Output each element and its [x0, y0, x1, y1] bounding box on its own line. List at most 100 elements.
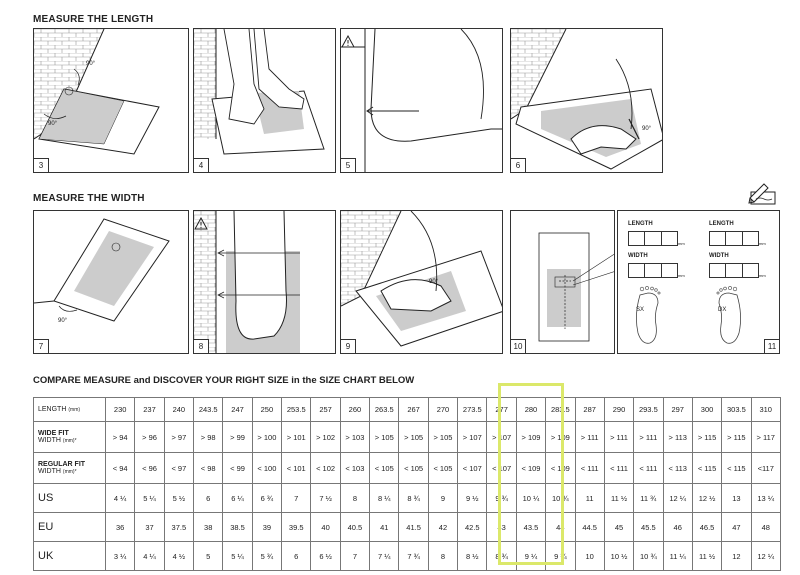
size-cell: 11 [574, 483, 605, 513]
size-cell: 260 [339, 397, 371, 422]
size-cell: 12 ¼ [662, 483, 693, 513]
size-cell: 11 ½ [691, 541, 723, 571]
size-cell: 41 [369, 512, 400, 542]
size-cell: 46 [662, 512, 693, 542]
size-cell: < 111 [574, 452, 605, 484]
step-8-panel: 8 [193, 210, 336, 354]
size-cell: 9 [427, 483, 459, 513]
size-cell: 47 [721, 512, 752, 542]
step-10-panel: 10 [510, 210, 615, 354]
angle-label: 90° [58, 318, 68, 324]
size-cell: 3 ¼ [104, 541, 136, 571]
size-cell: 287 [574, 397, 605, 422]
right-foot-label: DX [718, 307, 727, 313]
size-cell: > 96 [134, 421, 165, 453]
angle-label: 90° [429, 279, 439, 285]
marking-toe-illustration [511, 29, 662, 170]
size-cell: 267 [398, 397, 429, 422]
size-cell: 13 [721, 483, 752, 513]
size-cell: 4 ¼ [134, 541, 165, 571]
size-cell: 40 [310, 512, 341, 542]
step-5-panel: 5 [340, 28, 503, 173]
measure-width-title: MEASURE THE WIDTH [33, 193, 145, 204]
row-header: LENGTH (mm) [33, 397, 106, 422]
size-cell: 293.5 [633, 397, 664, 422]
size-cell: 38 [193, 512, 224, 542]
size-cell: 8 ¾ [398, 483, 429, 513]
row-header: UK [33, 541, 106, 571]
step-number: 11 [764, 339, 779, 353]
right-length-boxes[interactable] [709, 231, 759, 246]
size-cell: < 115 [691, 452, 723, 484]
size-cell: < 111 [603, 452, 635, 484]
left-length-label: LENGTH [628, 221, 653, 227]
size-cell: < 94 [104, 452, 136, 484]
size-cell: 230 [104, 397, 136, 422]
size-cell: 41.5 [398, 512, 429, 542]
size-cell: 240 [163, 397, 195, 422]
feet-on-paper-illustration [194, 29, 325, 155]
size-cell: 5 ½ [163, 483, 195, 513]
size-cell: > 94 [104, 421, 136, 453]
size-cell: > 98 [193, 421, 224, 453]
size-cell: 39 [251, 512, 283, 542]
angle-label: 90° [642, 126, 652, 132]
step-number: 10 [511, 339, 526, 353]
right-width-label: WIDTH [709, 253, 729, 259]
row-header-title: WIDE FIT [38, 430, 69, 437]
size-cell: 4 ½ [163, 541, 195, 571]
size-cell: < 102 [310, 452, 341, 484]
step-number: 7 [34, 339, 49, 353]
size-cell: 37.5 [163, 512, 195, 542]
size-cell: 11 ¼ [662, 541, 693, 571]
size-cell: 310 [750, 397, 781, 422]
right-width-boxes[interactable] [709, 263, 759, 278]
row-header: EU [33, 512, 106, 542]
left-length-boxes[interactable] [628, 231, 678, 246]
size-cell: < 111 [633, 452, 664, 484]
step-11-panel: LENGTH mm WIDTH mm LENGTH mm WIDTH mm SX… [617, 210, 780, 354]
highlighted-size-column [498, 383, 564, 565]
size-cell: 7 ¼ [369, 541, 400, 571]
left-footprint-icon [636, 286, 661, 344]
size-cell: > 105 [427, 421, 459, 453]
size-cell: 7 [339, 541, 371, 571]
size-cell: > 100 [251, 421, 283, 453]
footprint-on-paper-illustration [538, 232, 614, 342]
size-cell: > 113 [662, 421, 693, 453]
right-length-label: LENGTH [709, 221, 734, 227]
size-cell: 42.5 [457, 512, 488, 542]
size-cell: 5 [193, 541, 224, 571]
step-number: 9 [341, 339, 356, 353]
size-cell: 45.5 [633, 512, 664, 542]
size-cell: > 102 [310, 421, 341, 453]
size-cell: 4 ¼ [104, 483, 136, 513]
right-footprint-icon [716, 286, 741, 344]
left-width-unit: mm [678, 273, 685, 278]
size-cell: > 111 [633, 421, 664, 453]
compare-title: COMPARE MEASURE and DISCOVER YOUR RIGHT … [33, 375, 415, 386]
size-cell: 46.5 [691, 512, 723, 542]
angle-label-bottom: 90° [48, 121, 58, 127]
size-cell: 37 [134, 512, 165, 542]
size-cell: 10 [574, 541, 605, 571]
left-width-label: WIDTH [628, 253, 648, 259]
size-cell: 10 ½ [603, 541, 635, 571]
size-cell: 44.5 [574, 512, 605, 542]
size-cell: > 117 [750, 421, 781, 453]
size-cell: < 105 [398, 452, 429, 484]
left-foot-label: SX [636, 307, 645, 313]
size-cell: 7 ¾ [398, 541, 429, 571]
left-width-boxes[interactable] [628, 263, 678, 278]
step-number: 4 [194, 158, 209, 172]
size-cell: < 115 [721, 452, 752, 484]
row-header-title: LENGTH [38, 406, 67, 413]
size-cell: > 107 [457, 421, 488, 453]
paper-on-floor-illustration [34, 218, 170, 322]
